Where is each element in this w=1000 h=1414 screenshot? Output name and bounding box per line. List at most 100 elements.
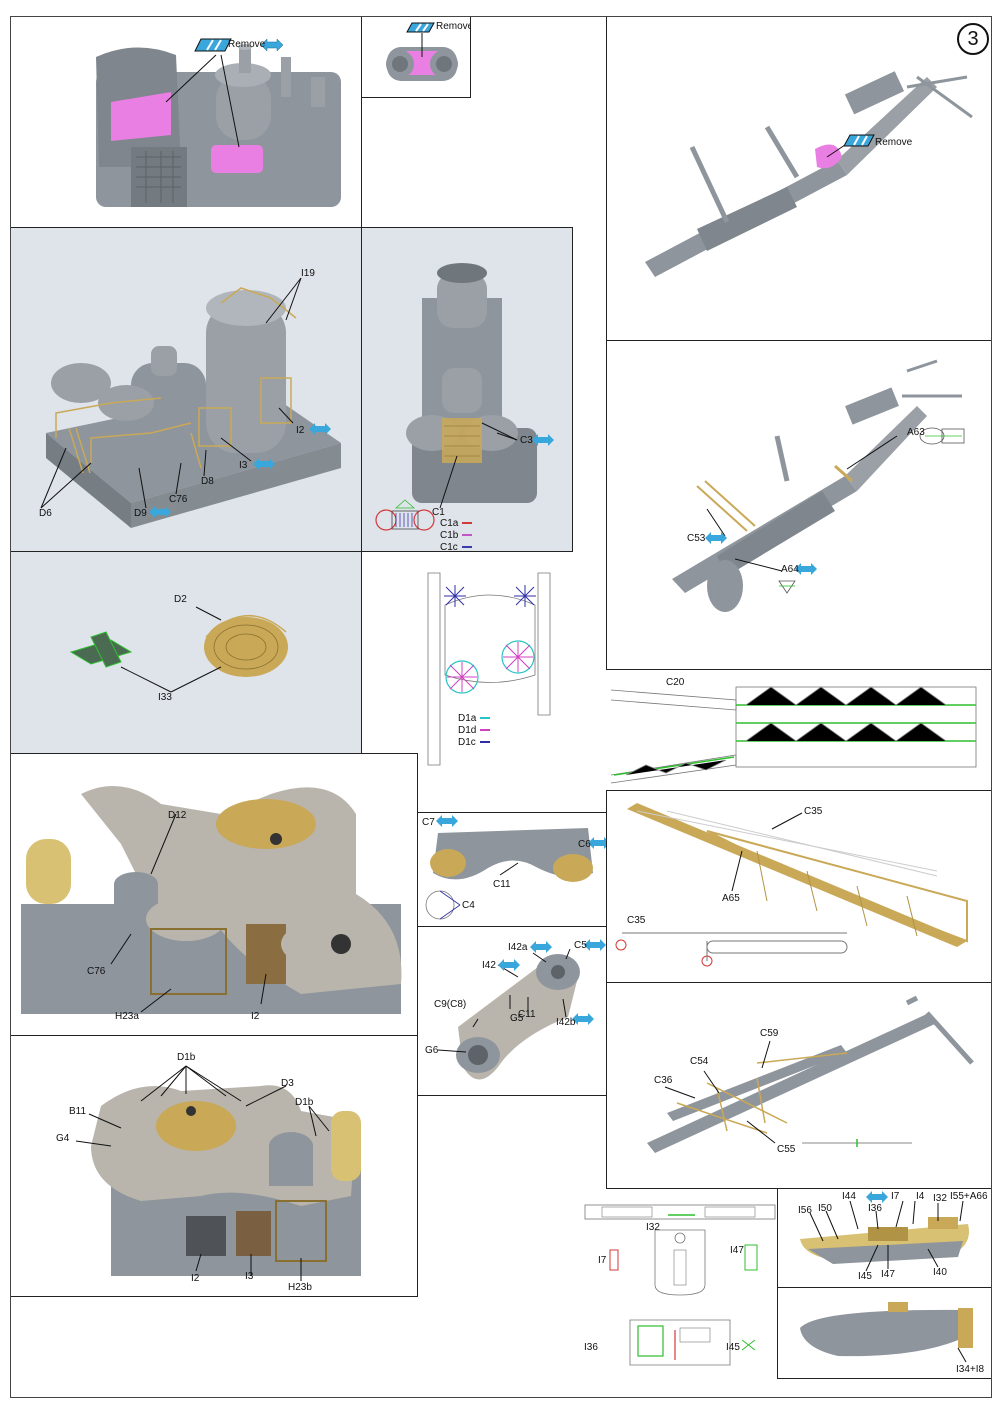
label-c59: C59 bbox=[760, 1028, 779, 1039]
label-i42: I42 bbox=[482, 960, 496, 971]
step-number-badge: 3 bbox=[957, 23, 989, 55]
c5-deck-image bbox=[437, 939, 606, 1080]
label-i7-boat: I7 bbox=[891, 1191, 900, 1202]
c7-c6-image bbox=[425, 815, 606, 920]
label-i45-boat: I45 bbox=[858, 1271, 872, 1282]
label-c6: C6 bbox=[578, 839, 591, 850]
swap-arrow-icon bbox=[588, 837, 606, 849]
label-g6: G6 bbox=[425, 1045, 439, 1056]
label-g5: G5 bbox=[510, 1013, 524, 1024]
panel-crane-arm-pe: A63 C53 A64 bbox=[606, 340, 992, 670]
c35-boom-image bbox=[615, 803, 968, 967]
panel-deck-d12: D12 C76 H23a I2 bbox=[10, 753, 418, 1036]
label-i56: I56 bbox=[798, 1205, 812, 1216]
tower-pe-image bbox=[40, 277, 341, 528]
label-d2: D2 bbox=[174, 594, 187, 605]
label-i47-boat: I47 bbox=[881, 1269, 895, 1280]
label-d3: D3 bbox=[281, 1078, 294, 1089]
label-a65: A65 bbox=[722, 893, 740, 904]
i47-diagram bbox=[744, 1244, 758, 1271]
label-i40: I40 bbox=[933, 1267, 947, 1278]
label-i32-boat: I32 bbox=[933, 1193, 947, 1204]
label-i50: I50 bbox=[818, 1203, 832, 1214]
label-c3: C3 bbox=[520, 435, 533, 446]
label-a63: A63 bbox=[907, 427, 925, 438]
deck-d1b-image bbox=[75, 1065, 361, 1281]
panel-boom-c59: C59 C54 C36 C55 bbox=[606, 982, 992, 1189]
label-c76-deck: C76 bbox=[87, 966, 106, 977]
label-d6: D6 bbox=[39, 508, 52, 519]
swap-arrow-icon bbox=[309, 423, 331, 435]
label-c35-top: C35 bbox=[804, 806, 823, 817]
label-i34i8: I34+I8 bbox=[956, 1364, 985, 1375]
panel-superstructure-remove: Remove bbox=[10, 16, 362, 228]
label-i4: I4 bbox=[916, 1191, 925, 1202]
panel-boat-hull: I34+I8 bbox=[777, 1287, 992, 1379]
legend-c1c: C1c bbox=[440, 542, 472, 551]
swap-arrow-icon bbox=[436, 815, 458, 827]
legend-c1b: C1b bbox=[440, 530, 473, 541]
label-i3-deck2: I3 bbox=[245, 1271, 254, 1282]
swap-arrow-icon bbox=[260, 38, 284, 52]
label-i36-diagram: I36 bbox=[584, 1342, 598, 1353]
swap-arrow-icon bbox=[572, 1013, 594, 1025]
label-c11: C11 bbox=[493, 879, 511, 890]
label-i47-diagram: I47 bbox=[730, 1245, 744, 1256]
label-i2-deck2: I2 bbox=[191, 1273, 200, 1284]
panel-small-remove: Remove bbox=[361, 16, 471, 98]
remove-label-crane: Remove bbox=[875, 137, 913, 148]
label-i32-diagram: I32 bbox=[646, 1222, 660, 1233]
remove-icon bbox=[843, 134, 875, 147]
remove-label: Remove bbox=[228, 39, 266, 50]
label-i2: I2 bbox=[296, 425, 305, 436]
swap-arrow-icon bbox=[584, 939, 606, 951]
panel-d1-diagram: D1a D1d D1c bbox=[420, 565, 570, 785]
label-c54: C54 bbox=[690, 1056, 709, 1067]
label-c5: C5 bbox=[574, 940, 587, 951]
label-d12: D12 bbox=[168, 810, 187, 821]
swap-arrow-icon bbox=[532, 434, 554, 446]
c4-diagram bbox=[425, 890, 461, 920]
panel-deck-d1b: D1b D3 D1b B11 G4 I2 I3 H23b bbox=[10, 1035, 418, 1297]
c20-truss-image bbox=[610, 686, 977, 784]
panel-c5-deck: I42a C5 I42 C11 G5 C9(C8) I42b G6 bbox=[417, 926, 607, 1096]
crane-remove-image bbox=[645, 71, 973, 277]
label-i44: I44 bbox=[842, 1191, 856, 1202]
label-i3: I3 bbox=[239, 460, 248, 471]
panel-d2-i33: D2 I33 bbox=[10, 551, 362, 754]
i45-diagram bbox=[741, 1339, 756, 1351]
swap-arrow-icon bbox=[498, 959, 520, 971]
panel-boat-pe: I44 I7 I4 I32 I55+A66 I56 I50 I36 I45 I4… bbox=[777, 1188, 992, 1288]
label-i33: I33 bbox=[158, 692, 172, 703]
label-c7: C7 bbox=[422, 817, 435, 828]
label-c53: C53 bbox=[687, 533, 706, 544]
label-i36-boat: I36 bbox=[868, 1203, 882, 1214]
remove-icon bbox=[406, 22, 435, 33]
panel-tower-pe: I19 I2 I3 D8 C76 D9 D6 bbox=[10, 227, 362, 552]
panel-crane-remove: Remove 3 bbox=[606, 16, 992, 341]
c1-c3-image bbox=[375, 263, 554, 531]
label-a64: A64 bbox=[781, 564, 799, 575]
label-c36: C36 bbox=[654, 1075, 673, 1086]
i32-outline-image bbox=[584, 1204, 776, 1366]
label-i55a66: I55+A66 bbox=[950, 1191, 988, 1202]
label-d1b-right: D1b bbox=[295, 1097, 314, 1108]
legend-d1c: D1c bbox=[458, 737, 490, 748]
panel-i32-diagram: I32 I7 I47 I36 I45 bbox=[580, 1200, 778, 1370]
c1-diagram bbox=[375, 499, 435, 531]
panel-c7-c6: C7 C6 C11 C4 bbox=[417, 812, 607, 927]
deck-d12-image bbox=[21, 786, 402, 1014]
small-piece-image bbox=[386, 22, 458, 81]
swap-arrow-icon bbox=[253, 458, 275, 470]
label-c20: C20 bbox=[666, 677, 685, 688]
d2-i33-image bbox=[69, 606, 288, 693]
boat-hull-image bbox=[800, 1302, 973, 1363]
legend-d1d: D1d bbox=[458, 725, 491, 736]
label-h23b: H23b bbox=[288, 1282, 312, 1293]
label-d1b-top: D1b bbox=[177, 1052, 196, 1063]
legend-d1a: D1a bbox=[458, 713, 491, 724]
swap-arrow-icon bbox=[530, 941, 552, 953]
label-c9c8: C9(C8) bbox=[434, 999, 467, 1010]
label-b11: B11 bbox=[69, 1106, 87, 1117]
swap-arrow-icon bbox=[795, 563, 817, 575]
